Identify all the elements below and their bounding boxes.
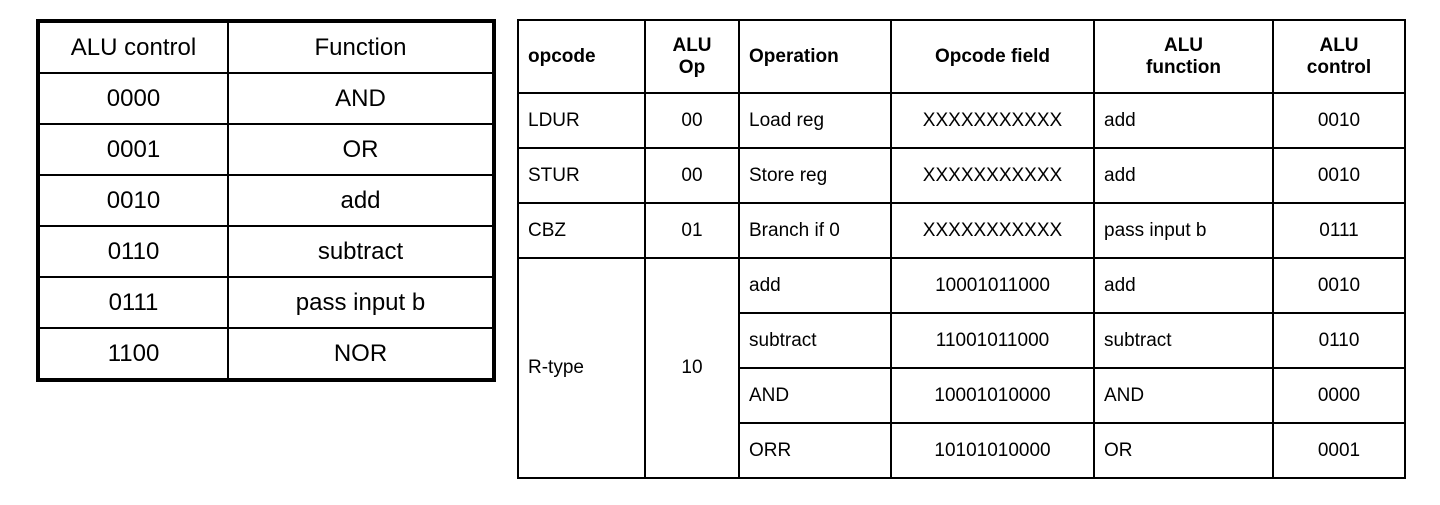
table-row: STUR 00 Store reg XXXXXXXXXXX add 0010 <box>517 147 1406 204</box>
cell-opcode-field: XXXXXXXXXXX <box>890 92 1095 149</box>
cell-alu-function: add <box>1093 92 1274 149</box>
cell-opcode: LDUR <box>517 92 646 149</box>
table-row: 0000 AND <box>37 72 495 125</box>
column-header-opcode: opcode <box>517 19 646 94</box>
column-header-alu-control: ALU control <box>37 20 229 74</box>
table-row: ORR 10101010000 OR 0001 <box>518 422 1406 479</box>
cell-alu-control: 1100 <box>37 327 229 381</box>
cell-operation: AND <box>738 367 892 424</box>
cell-operation: Store reg <box>738 147 892 204</box>
cell-operation: Branch if 0 <box>738 202 892 259</box>
table-row: AND 10001010000 AND 0000 <box>518 367 1406 424</box>
cell-alu-control: 0000 <box>1272 367 1406 424</box>
table-row: LDUR 00 Load reg XXXXXXXXXXX add 0010 <box>517 92 1406 149</box>
table-row: 1100 NOR <box>37 327 495 381</box>
cell-operation: add <box>738 257 892 314</box>
column-header-alu-control-line2: control <box>1306 56 1372 78</box>
cell-function: AND <box>227 72 495 125</box>
cell-opcode-field: 10001010000 <box>890 367 1095 424</box>
cell-function: pass input b <box>227 276 495 329</box>
opcode-truth-table: opcode ALU Op Operation Opcode field ALU… <box>517 19 1406 479</box>
cell-operation: ORR <box>738 422 892 479</box>
column-header-alu-function-line2: function <box>1146 56 1221 78</box>
cell-function: subtract <box>227 225 495 278</box>
cell-opcode-field: XXXXXXXXXXX <box>890 147 1095 204</box>
cell-alu-op: 10 <box>644 257 740 479</box>
cell-alu-control: 0001 <box>37 123 229 176</box>
column-header-alu-function-line1: ALU <box>1163 35 1204 57</box>
cell-opcode-field: 11001011000 <box>890 312 1095 369</box>
cell-alu-function: add <box>1093 257 1274 314</box>
cell-alu-control: 0010 <box>1272 147 1406 204</box>
column-header-function: Function <box>227 20 495 74</box>
column-header-alu-control: ALU control <box>1272 19 1406 94</box>
cell-opcode: STUR <box>517 147 646 204</box>
cell-alu-function: pass input b <box>1093 202 1274 259</box>
cell-alu-control: 0001 <box>1272 422 1406 479</box>
table-row: R-type 10 add 10001011000 add 0010 <box>517 257 1406 479</box>
cell-alu-control: 0111 <box>37 276 229 329</box>
cell-function: add <box>227 174 495 227</box>
table-row: 0010 add <box>37 174 495 227</box>
cell-alu-control: 0010 <box>1272 257 1406 314</box>
alu-control-table: ALU control Function 0000 AND 0001 OR 00… <box>36 19 496 382</box>
column-header-alu-op: ALU Op <box>644 19 740 94</box>
cell-opcode-field: 10001011000 <box>890 257 1095 314</box>
cell-alu-function: subtract <box>1093 312 1274 369</box>
column-header-alu-op-line2: Op <box>678 56 706 78</box>
table-row: CBZ 01 Branch if 0 XXXXXXXXXXX pass inpu… <box>517 202 1406 259</box>
cell-alu-op: 00 <box>644 147 740 204</box>
alu-control-table-grid: ALU control Function 0000 AND 0001 OR 00… <box>36 19 496 382</box>
cell-opcode-field: XXXXXXXXXXX <box>890 202 1095 259</box>
column-header-alu-op-line1: ALU <box>672 35 712 57</box>
cell-alu-op: 01 <box>644 202 740 259</box>
column-header-alu-control-line1: ALU <box>1319 35 1359 57</box>
cell-operation: Load reg <box>738 92 892 149</box>
opcode-truth-table-grid: opcode ALU Op Operation Opcode field ALU… <box>517 19 1406 479</box>
cell-alu-function: add <box>1093 147 1274 204</box>
table-header-row: opcode ALU Op Operation Opcode field ALU… <box>517 19 1406 94</box>
cell-alu-control: 0010 <box>37 174 229 227</box>
cell-function: OR <box>227 123 495 176</box>
cell-opcode: CBZ <box>517 202 646 259</box>
table-header-row: ALU control Function <box>37 20 495 74</box>
cell-alu-control: 0110 <box>1272 312 1406 369</box>
cell-opcode: R-type <box>517 257 646 479</box>
cell-alu-control: 0000 <box>37 72 229 125</box>
table-row: subtract 11001011000 subtract 0110 <box>518 312 1406 369</box>
cell-alu-control: 0010 <box>1272 92 1406 149</box>
cell-function: NOR <box>227 327 495 381</box>
cell-opcode-field: 10101010000 <box>890 422 1095 479</box>
cell-operation: subtract <box>738 312 892 369</box>
cell-alu-control: 0110 <box>37 225 229 278</box>
cell-alu-function: AND <box>1093 367 1274 424</box>
column-header-alu-function: ALU function <box>1093 19 1274 94</box>
cell-alu-control: 0111 <box>1272 202 1406 259</box>
table-row: 0111 pass input b <box>37 276 495 329</box>
table-row: 0110 subtract <box>37 225 495 278</box>
cell-alu-op: 00 <box>644 92 740 149</box>
cell-alu-function: OR <box>1093 422 1274 479</box>
column-header-operation: Operation <box>738 19 892 94</box>
column-header-opcode-field: Opcode field <box>890 19 1095 94</box>
table-row: 0001 OR <box>37 123 495 176</box>
